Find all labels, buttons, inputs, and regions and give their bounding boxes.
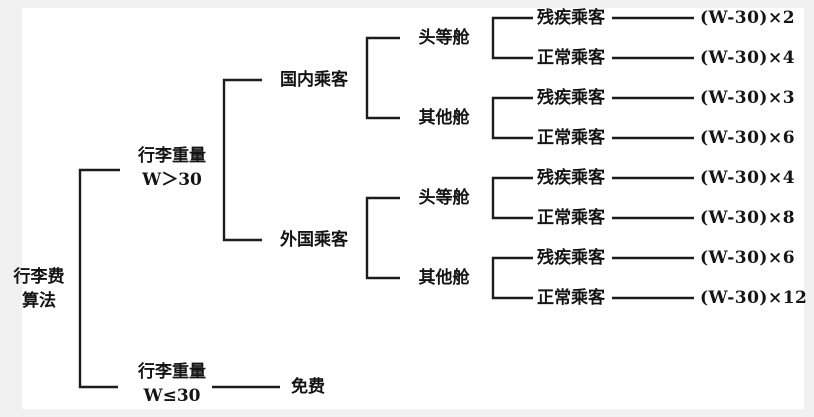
connector-root-bracket bbox=[78, 168, 120, 389]
foreign-passenger-node: 外国乘客 bbox=[280, 230, 348, 250]
weight-under-line1: 行李重量 bbox=[138, 362, 206, 382]
free-node: 免费 bbox=[291, 377, 325, 397]
root-node: 行李费 算法 bbox=[4, 265, 74, 313]
domestic-passenger-node: 国内乘客 bbox=[280, 70, 348, 90]
fee-formula: (W-30)×3 bbox=[700, 88, 796, 108]
foreign-other-class-node: 其他舱 bbox=[418, 268, 470, 288]
fee-formula: (W-30)×4 bbox=[700, 48, 796, 68]
connector-for-other-bracket bbox=[491, 256, 533, 300]
passenger-type-label: 残疾乘客 bbox=[537, 8, 605, 28]
diagram-canvas bbox=[22, 8, 804, 409]
domestic-first-class-node: 头等舱 bbox=[418, 28, 470, 48]
connector-foreign-bracket bbox=[365, 196, 400, 280]
root-line1: 行李费 bbox=[13, 267, 65, 287]
passenger-type-label: 残疾乘客 bbox=[537, 248, 605, 268]
weight-over-line1: 行李重量 bbox=[138, 146, 206, 166]
connector-for-first-bracket bbox=[491, 176, 533, 220]
foreign-first-class-node: 头等舱 bbox=[418, 188, 470, 208]
weight-under-node: 行李重量 W≤30 bbox=[124, 360, 220, 408]
fee-formula: (W-30)×12 bbox=[700, 288, 808, 308]
fee-formula: (W-30)×8 bbox=[700, 208, 796, 228]
passenger-type-label: 正常乘客 bbox=[537, 288, 605, 308]
connector-dom-other-bracket bbox=[491, 96, 533, 140]
fee-formula: (W-30)×2 bbox=[700, 8, 796, 28]
weight-under-line2: W≤30 bbox=[143, 386, 201, 406]
passenger-type-label: 残疾乘客 bbox=[537, 88, 605, 108]
passenger-type-label: 残疾乘客 bbox=[537, 168, 605, 188]
root-line2: 算法 bbox=[22, 291, 56, 311]
passenger-type-label: 正常乘客 bbox=[537, 48, 605, 68]
passenger-type-label: 正常乘客 bbox=[537, 208, 605, 228]
fee-formula: (W-30)×6 bbox=[700, 248, 796, 268]
passenger-type-label: 正常乘客 bbox=[537, 128, 605, 148]
fee-formula: (W-30)×6 bbox=[700, 128, 796, 148]
connector-weight-over-bracket bbox=[222, 78, 262, 242]
connector-dom-first-bracket bbox=[491, 16, 533, 60]
weight-over-node: 行李重量 W＞30 bbox=[124, 144, 220, 192]
domestic-other-class-node: 其他舱 bbox=[418, 108, 470, 128]
fee-formula: (W-30)×4 bbox=[700, 168, 796, 188]
connector-domestic-bracket bbox=[365, 36, 400, 120]
weight-over-line2: W＞30 bbox=[142, 170, 202, 190]
